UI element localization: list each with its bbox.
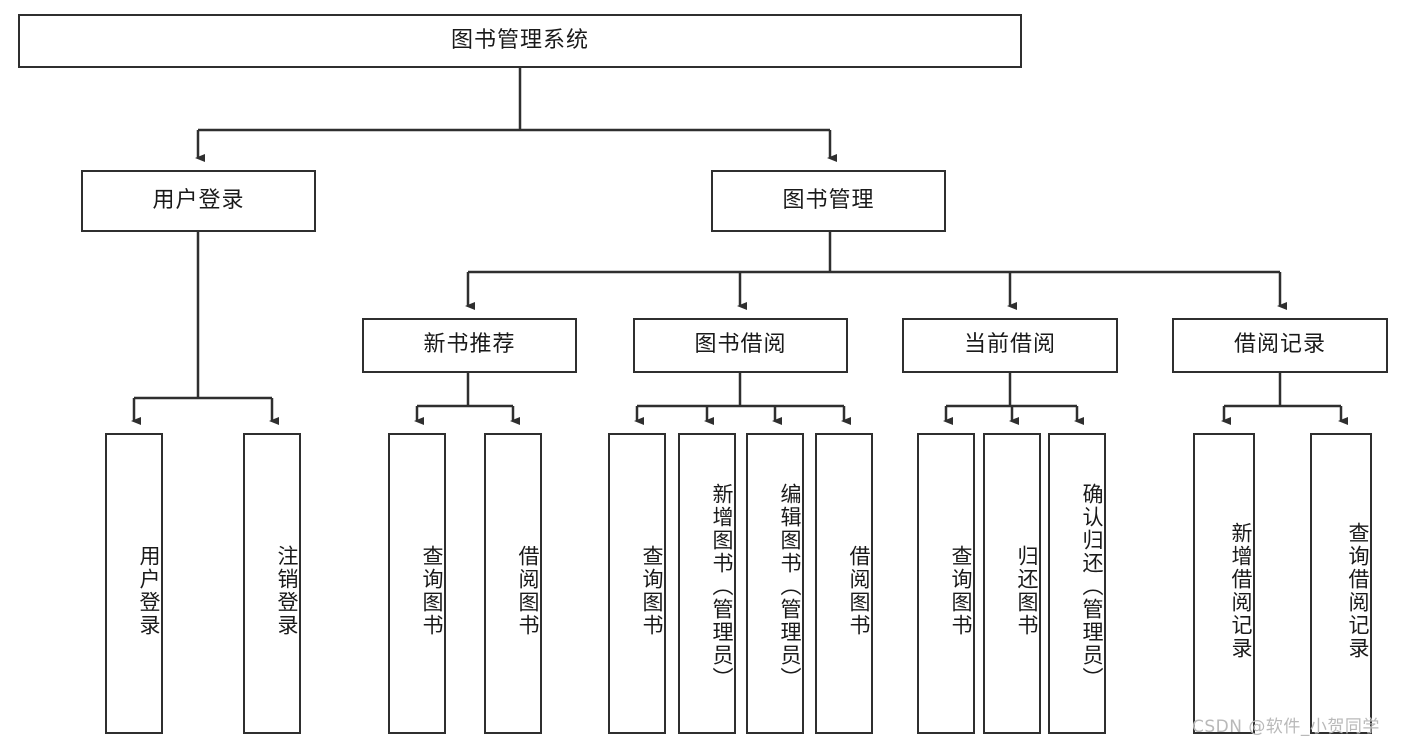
leaf-query-book-1-label: 查询图书 <box>420 544 444 637</box>
node-borrow-record-label: 借阅记录 <box>1233 332 1326 358</box>
leaf-logout-label: 注销登录 <box>275 544 299 637</box>
node-user-login[interactable]: 用户登录 <box>81 170 316 232</box>
node-borrow-record[interactable]: 借阅记录 <box>1172 318 1388 373</box>
node-new-book-recommend-label: 新书推荐 <box>423 332 516 358</box>
node-book-borrow-label: 图书借阅 <box>694 332 787 358</box>
leaf-add-book[interactable]: 新增图书（管理员） <box>678 433 736 734</box>
leaf-query-record-label: 查询借阅记录 <box>1346 521 1370 660</box>
leaf-return-book[interactable]: 归还图书 <box>983 433 1041 734</box>
node-book-borrow[interactable]: 图书借阅 <box>633 318 848 373</box>
leaf-query-book-2[interactable]: 查询图书 <box>608 433 666 734</box>
leaf-logout[interactable]: 注销登录 <box>243 433 301 734</box>
node-current-borrow[interactable]: 当前借阅 <box>902 318 1118 373</box>
node-root-label: 图书管理系统 <box>450 27 589 53</box>
node-new-book-recommend[interactable]: 新书推荐 <box>362 318 577 373</box>
leaf-return-book-label: 归还图书 <box>1015 544 1039 637</box>
leaf-add-book-label: 新增图书（管理员） <box>710 483 734 690</box>
leaf-edit-book-label: 编辑图书（管理员） <box>778 483 802 690</box>
leaf-query-book-3-label: 查询图书 <box>949 544 973 637</box>
leaf-user-login-label: 用户登录 <box>137 544 161 637</box>
leaf-query-book-3[interactable]: 查询图书 <box>917 433 975 734</box>
node-user-login-label: 用户登录 <box>152 187 245 213</box>
csdn-watermark: CSDN @软件_小贺同学 <box>1192 717 1380 737</box>
leaf-confirm-return[interactable]: 确认归还（管理员） <box>1048 433 1106 734</box>
node-book-management-label: 图书管理 <box>782 187 875 213</box>
leaf-query-book-1[interactable]: 查询图书 <box>388 433 446 734</box>
leaf-borrow-book-1[interactable]: 借阅图书 <box>484 433 542 734</box>
leaf-query-record[interactable]: 查询借阅记录 <box>1310 433 1372 734</box>
leaf-edit-book[interactable]: 编辑图书（管理员） <box>746 433 804 734</box>
leaf-user-login[interactable]: 用户登录 <box>105 433 163 734</box>
leaf-borrow-book-1-label: 借阅图书 <box>516 544 540 637</box>
leaf-borrow-book-2[interactable]: 借阅图书 <box>815 433 873 734</box>
node-book-management[interactable]: 图书管理 <box>711 170 946 232</box>
leaf-borrow-book-2-label: 借阅图书 <box>847 544 871 637</box>
leaf-add-record-label: 新增借阅记录 <box>1229 521 1253 660</box>
leaf-confirm-return-label: 确认归还（管理员） <box>1080 483 1104 690</box>
node-current-borrow-label: 当前借阅 <box>963 332 1056 358</box>
leaf-query-book-2-label: 查询图书 <box>640 544 664 637</box>
leaf-add-record[interactable]: 新增借阅记录 <box>1193 433 1255 734</box>
node-root-system[interactable]: 图书管理系统 <box>18 14 1022 68</box>
